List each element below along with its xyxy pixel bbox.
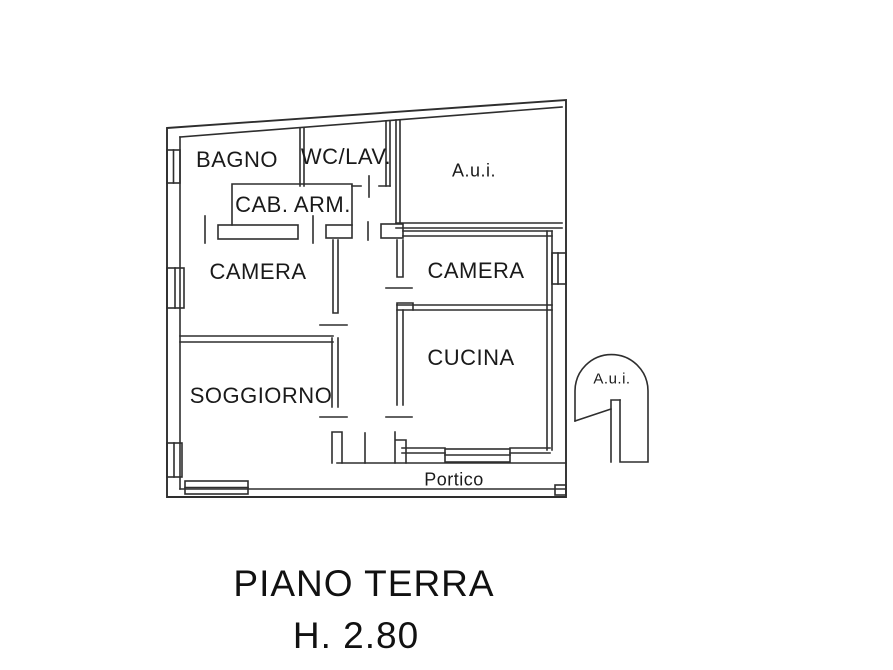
room-label-camera-left: CAMERA bbox=[209, 259, 307, 284]
external-aui-door-swing bbox=[573, 407, 613, 423]
wall-step-corridor-top-left bbox=[325, 224, 353, 239]
window-left-upper bbox=[166, 149, 181, 184]
wall-camera-right-top bbox=[402, 230, 553, 237]
exterior-walls bbox=[166, 98, 567, 498]
wall-cucina-foot bbox=[394, 431, 407, 464]
wall-bagno-wc bbox=[299, 127, 305, 187]
portico-corner-step bbox=[554, 484, 567, 496]
wall-camera-cucina bbox=[396, 304, 553, 311]
window-bottom-cucina bbox=[444, 448, 511, 463]
room-label-bagno: BAGNO bbox=[196, 147, 278, 172]
room-label-camera-right: CAMERA bbox=[427, 258, 525, 283]
window-bottom-soggiorno bbox=[184, 480, 249, 495]
wall-cucina-bottom bbox=[401, 447, 551, 454]
wall-soggiorno-foot bbox=[331, 431, 343, 464]
window-left-middle bbox=[166, 267, 185, 309]
wall-right-rooms bbox=[546, 230, 553, 451]
wall-aui-left bbox=[395, 119, 401, 224]
room-label-wc-lav: WC/LAV. bbox=[300, 144, 392, 169]
room-label-portico: Portico bbox=[424, 469, 484, 490]
plan-title: PIANO TERRA bbox=[233, 563, 495, 604]
wall-corridor-left-upper bbox=[332, 239, 339, 314]
room-label-aui-ext: A.u.i. bbox=[593, 370, 631, 388]
room-label-aui-top: A.u.i. bbox=[451, 160, 497, 181]
window-right-camera bbox=[551, 252, 567, 285]
window-left-lower bbox=[166, 442, 183, 478]
wall-cab-arm-bottom bbox=[217, 224, 299, 240]
wall-cucina-left bbox=[396, 302, 414, 406]
wall-aui-bottom bbox=[395, 222, 563, 229]
external-aui-arch bbox=[574, 353, 649, 463]
door-marks bbox=[204, 175, 413, 464]
window-symbols bbox=[166, 149, 567, 495]
wall-cab-arm-box bbox=[231, 183, 353, 226]
room-label-cab-arm: CAB. ARM. bbox=[235, 192, 351, 217]
outer-boundary bbox=[166, 98, 567, 498]
external-aui-wall-bar bbox=[610, 399, 621, 463]
wall-wc-right bbox=[385, 120, 391, 187]
plan-height-note: H. 2.80 bbox=[292, 615, 420, 656]
interior-walls bbox=[179, 119, 567, 496]
inner-boundary-top bbox=[179, 106, 563, 138]
room-label-soggiorno: SOGGIORNO bbox=[189, 383, 333, 408]
wall-soggiorno-top bbox=[179, 335, 334, 343]
external-aui-structure bbox=[573, 353, 649, 463]
wall-camera-right-left bbox=[396, 239, 404, 278]
wall-step-camera-right bbox=[380, 223, 404, 239]
wall-soggiorno-right bbox=[331, 337, 339, 408]
room-label-cucina: CUCINA bbox=[427, 345, 515, 370]
